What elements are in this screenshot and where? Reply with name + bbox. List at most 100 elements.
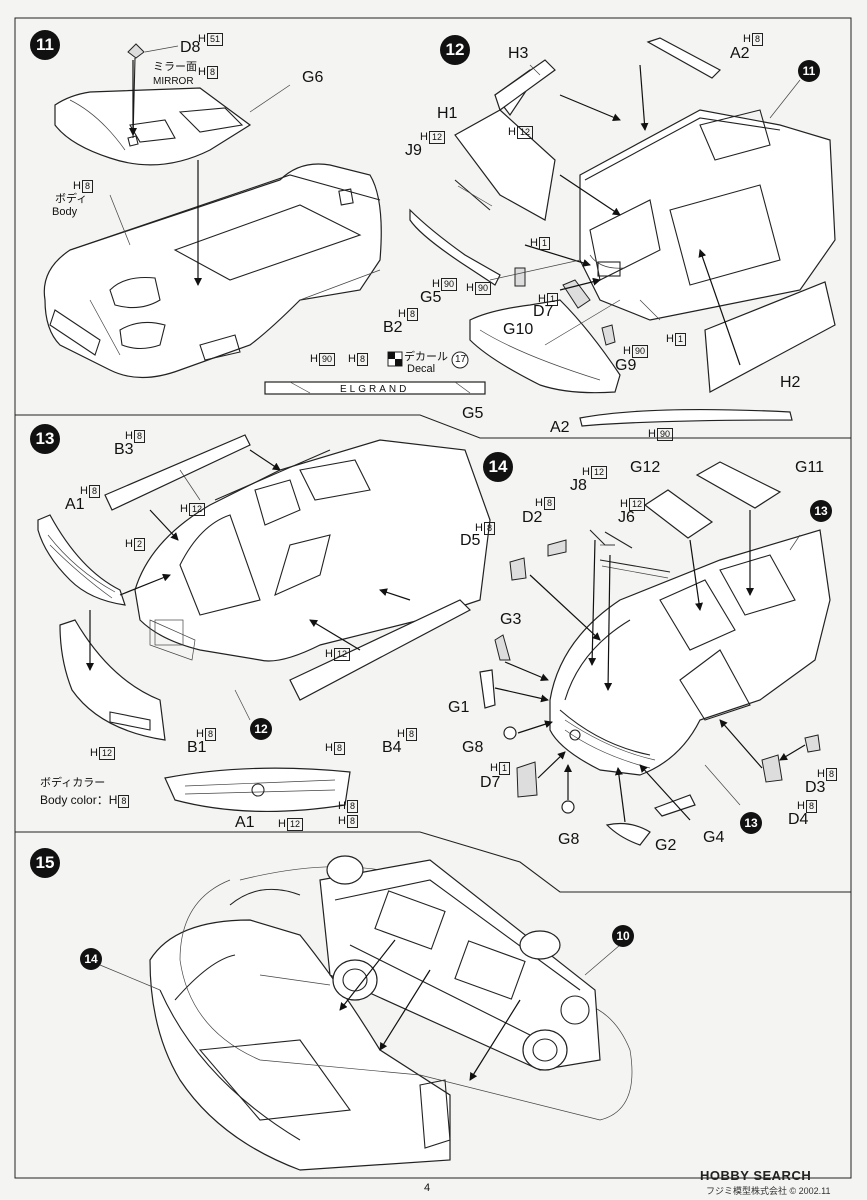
part-label-g3: G3 [500,611,522,628]
body-label-jp: ボディ [55,193,88,205]
part-label-g11: G11 [795,459,825,476]
step-number-15: 15 [30,848,60,878]
step15-drawing [99,855,633,1171]
body-label-en: Body [52,206,78,218]
decal-label-en: Decal [407,363,436,375]
decal-number: 17 [455,354,467,365]
ref-step-13-b: 13 [740,812,762,834]
part-label-g8-b: G8 [558,831,580,848]
step-number-14: 14 [483,452,513,482]
ref-step-10: 10 [612,925,634,947]
part-label-d8: D8 [180,39,201,56]
decal-label-jp: デカール [404,351,448,363]
decal-icon [387,351,403,367]
ref-step-14: 14 [80,948,102,970]
ref-step-13-a: 13 [810,500,832,522]
step12-drawing [264,37,836,427]
part-label-j6: J6 [618,509,635,526]
part-label-g10: G10 [503,321,534,338]
part-label-d5: D5 [460,532,481,549]
ref-step-12: 12 [250,718,272,740]
step11-drawing [43,43,382,379]
step13-drawing [37,434,491,813]
mirror-label-en: MIRROR [153,76,194,87]
part-label-g4: G4 [703,829,725,846]
part-label-g1: G1 [448,699,470,716]
part-label-h2: H2 [780,374,801,391]
part-label-g6: G6 [302,69,324,86]
part-label-h3: H3 [508,45,529,62]
part-label-g5-a: G5 [420,289,442,306]
part-label-a1-b: A1 [235,814,255,831]
part-label-g12: G12 [630,459,661,476]
part-label-d4: D4 [788,811,809,828]
step-number-12: 12 [440,35,470,65]
wheel-icon [332,959,378,1001]
part-d8 [127,43,145,59]
page-number: 4 [424,1182,431,1194]
part-label-g8-a: G8 [462,739,484,756]
part-label-g9: G9 [615,357,637,374]
part-label-b2: B2 [383,319,403,336]
part-label-b4: B4 [382,739,402,756]
part-label-b3: B3 [114,441,134,458]
part-label-g2: G2 [655,837,677,854]
panel-borders [14,17,852,1179]
watermark: HOBBY SEARCH [700,1168,812,1183]
mirror-label-jp: ミラー面 [153,61,197,73]
part-label-d3: D3 [805,779,826,796]
body-color-label-jp: ボディカラー [40,777,106,789]
part-label-d7-b: D7 [480,774,501,791]
step14-drawing [479,461,831,846]
ref-step-11: 11 [798,60,820,82]
step-number-11: 11 [30,30,60,60]
part-label-d2: D2 [522,509,543,526]
part-label-g5-b: G5 [462,405,484,422]
part-label-a2-bottom: A2 [550,419,570,436]
part-label-d7-a: D7 [533,303,554,320]
part-label-j9: J9 [405,142,422,159]
elgrand-decal-text: ELGRAND [340,384,410,395]
part-label-j8: J8 [570,477,587,494]
part-label-a1-a: A1 [65,496,85,513]
part-label-b1: B1 [187,739,207,756]
part-label-h1: H1 [437,105,458,122]
